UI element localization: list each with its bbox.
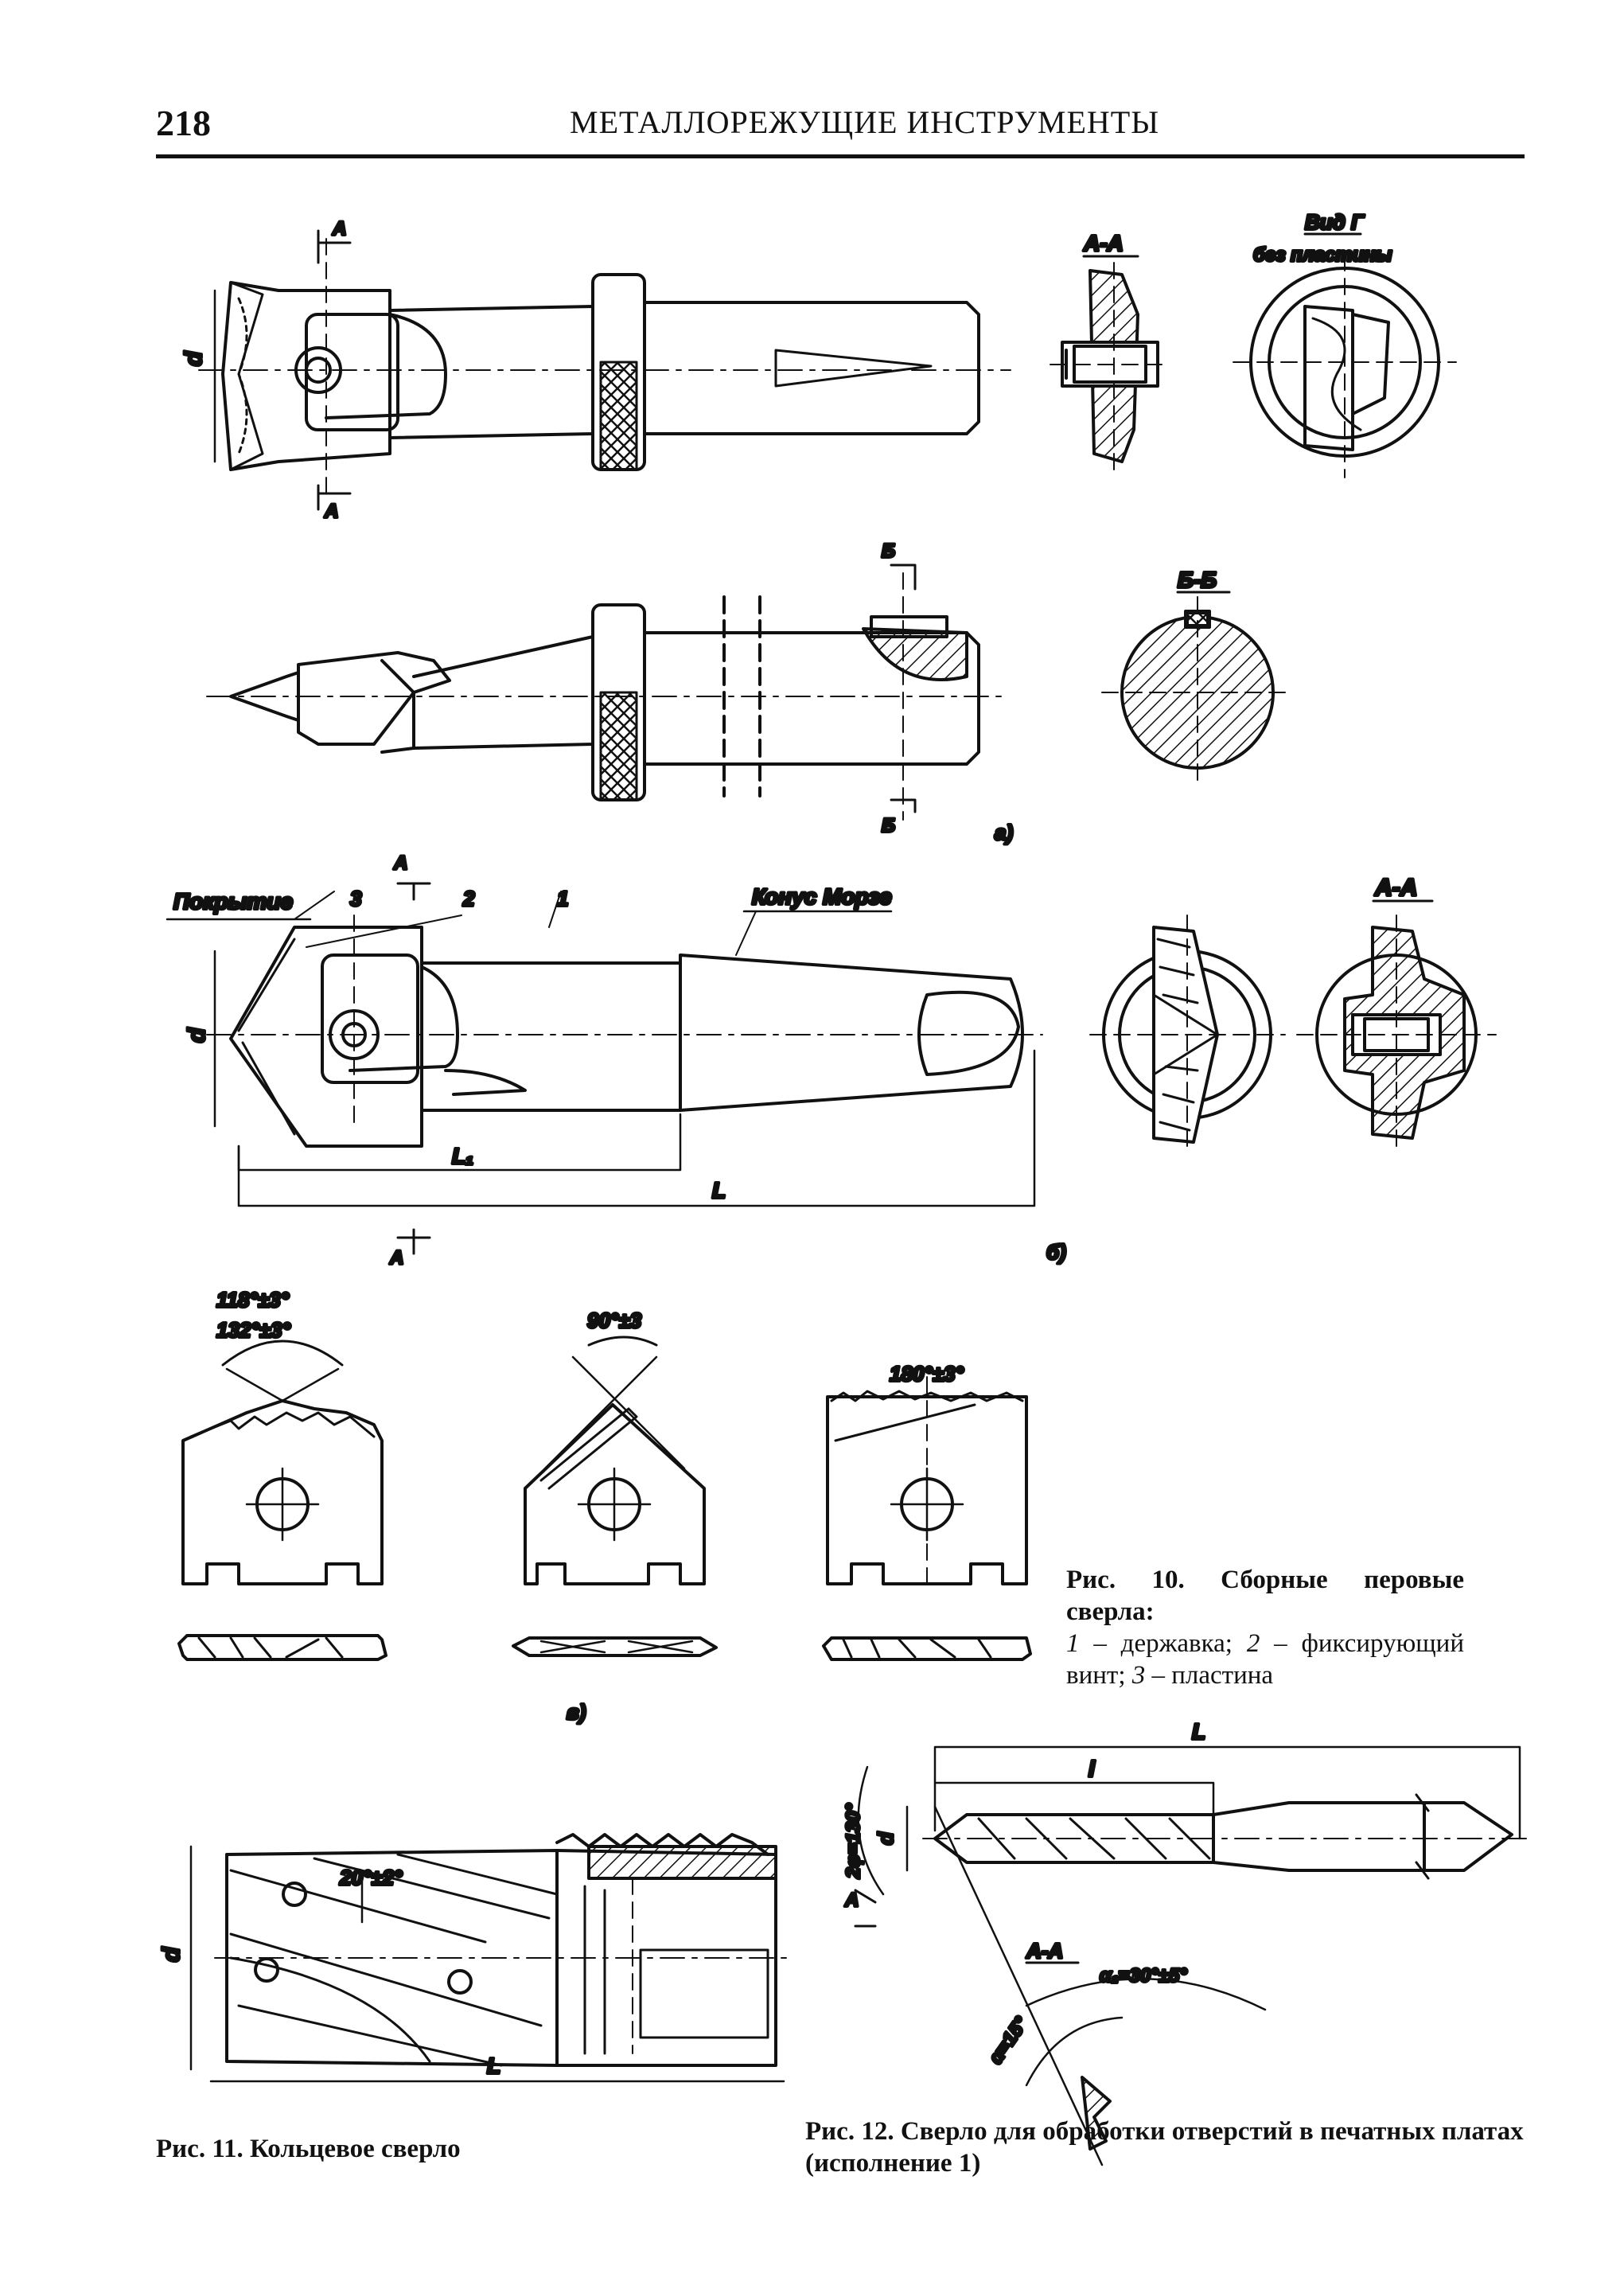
fig10a-section-BB — [1101, 596, 1294, 789]
fig12-angle-alpha: α=15° — [985, 2013, 1033, 2068]
fig10v-insert-3 — [822, 1376, 1032, 1661]
fig10b-part-1: 1 — [557, 887, 568, 911]
fig11-angle: 20°±2° — [339, 1866, 403, 1889]
fig10v-angle-3: 180°±3° — [890, 1362, 964, 1386]
fig11-ring-drill — [189, 1833, 789, 2083]
fig12-caption: Рис. 12. Сверло для обработки отверстий … — [805, 2117, 1524, 2178]
fig10-caption-title: Рис. 10. Сборные перовые сверла: — [1066, 1566, 1464, 1626]
fig10b-dim-L: L — [712, 1178, 726, 1203]
fig10v-insert-1 — [177, 1340, 388, 1661]
fig12-angle-alpha1: α₁=30°±5° — [1100, 1965, 1187, 1987]
fig10b-part-3: 3 — [350, 887, 362, 911]
fig10v-angle-1a: 118°±3° — [216, 1288, 290, 1312]
fig10a-view-G — [1233, 254, 1457, 478]
fig10b-coating-label: Покрытие — [173, 889, 293, 914]
fig11-dim-L: L — [487, 2053, 500, 2078]
fig12-dim-l: l — [1089, 1757, 1096, 1781]
fig10b-part-2: 2 — [462, 887, 475, 911]
fig10b-drill — [166, 882, 1043, 1255]
fig10a-section-AA — [1050, 262, 1170, 478]
fig10b-section-AA-label: А-А — [1374, 875, 1417, 901]
fig10a-cut-letter-B-bottom: Б — [882, 815, 895, 836]
fig10a-sublabel: а) — [995, 821, 1013, 844]
fig12-cut-letter: А — [844, 1889, 859, 1911]
fig12-dim-L: L — [1192, 1719, 1205, 1744]
fig10b-cut-letter-top: А — [393, 852, 407, 874]
fig10a-cut-letter-top: А — [332, 218, 346, 240]
fig10a-drill-bottom — [206, 564, 1003, 821]
fig10-caption-legend: 1 – державка; 2 – фиксирующий винт; 3 – … — [1066, 1629, 1464, 1690]
fig10b-end-view — [1089, 914, 1286, 1155]
fig12-pcb-drill — [854, 1745, 1529, 2166]
fig10a-drill-top — [198, 229, 1011, 511]
fig12-angle-2phi: 2φ=130° — [843, 1804, 864, 1879]
fig10v-angle-2: 90°±3 — [587, 1308, 642, 1332]
fig10v-insert-2 — [512, 1336, 718, 1657]
page-number: 218 — [156, 103, 211, 143]
fig10b-section-AA — [1296, 914, 1497, 1155]
fig10b-morse-label: Конус Морзе — [752, 884, 892, 909]
fig10-caption: Рис. 10. Сборные перовые сверла: 1 – дер… — [1066, 1564, 1464, 1691]
fig11-dim-d: d — [158, 1947, 185, 1962]
fig10b-sublabel: б) — [1046, 1240, 1066, 1264]
fig10a-cut-letter-B-top: Б — [882, 540, 895, 562]
fig10a-dim-d: d — [181, 351, 207, 366]
fig11-caption: Рис. 11. Кольцевое сверло — [156, 2135, 461, 2163]
fig12-dim-d: d — [874, 1831, 898, 1845]
fig10b-dim-L1: L₁ — [452, 1144, 473, 1168]
fig10a-cut-letter-bottom: А — [324, 501, 338, 522]
fig12-section-AA: А-А — [1026, 1939, 1063, 1963]
fig10v-sublabel: в) — [567, 1700, 586, 1724]
fig10a-section-BB-label: Б-Б — [1178, 567, 1217, 592]
fig10a-section-AA-label: А-А — [1083, 231, 1124, 255]
fig10b-dim-d: d — [184, 1028, 210, 1043]
fig10b-cut-letter-bottom: А — [389, 1247, 403, 1269]
fig10a-view-G-label: Вид Г — [1305, 210, 1365, 234]
running-title: МЕТАЛЛОРЕЖУЩИЕ ИНСТРУМЕНТЫ — [570, 104, 1160, 140]
fig10a-view-G-note: без пластины — [1253, 244, 1392, 266]
fig10v-angle-1b: 132°±3° — [216, 1318, 291, 1342]
page-header: 218 МЕТАЛЛОРЕЖУЩИЕ ИНСТРУМЕНТЫ — [156, 94, 1525, 158]
